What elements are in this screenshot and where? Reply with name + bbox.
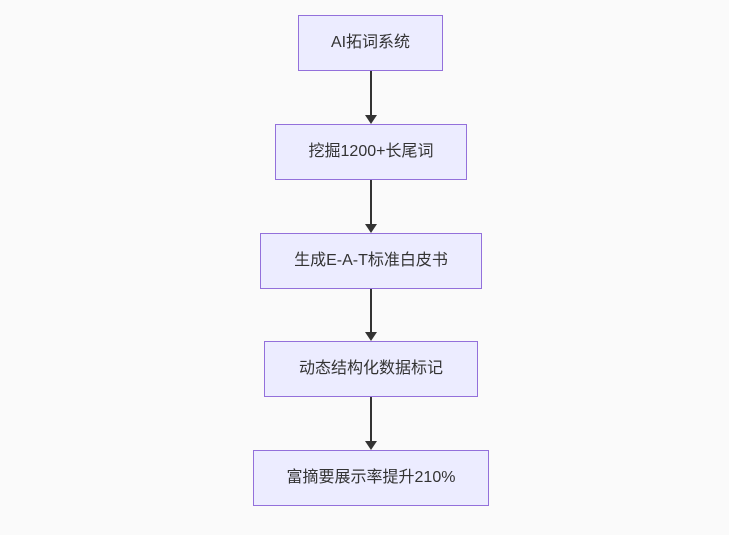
flow-node-label: 富摘要展示率提升210% (286, 469, 456, 487)
flow-node-longtail-keywords: 挖掘1200+长尾词 (275, 124, 467, 180)
flow-node-label: 生成E-A-T标准白皮书 (294, 252, 448, 270)
flow-node-structured-data-markup: 动态结构化数据标记 (264, 341, 478, 397)
flow-edge-4 (365, 397, 377, 450)
flow-node-label: AI拓词系统 (330, 34, 411, 52)
arrowhead-down-icon (365, 115, 377, 124)
edge-line (370, 397, 372, 441)
arrowhead-down-icon (365, 332, 377, 341)
flow-edge-3 (365, 289, 377, 341)
flow-edge-1 (365, 71, 377, 124)
flow-node-label: 动态结构化数据标记 (298, 360, 443, 378)
edge-line (370, 289, 372, 332)
flow-node-eat-whitepaper: 生成E-A-T标准白皮书 (260, 233, 482, 289)
flow-edge-2 (365, 180, 377, 233)
flow-node-ai-word-expansion-system: AI拓词系统 (298, 15, 443, 71)
flow-node-label: 挖掘1200+长尾词 (308, 143, 434, 161)
flow-node-rich-snippet-rate: 富摘要展示率提升210% (253, 450, 489, 506)
arrowhead-down-icon (365, 224, 377, 233)
edge-line (370, 180, 372, 224)
arrowhead-down-icon (365, 441, 377, 450)
edge-line (370, 71, 372, 115)
